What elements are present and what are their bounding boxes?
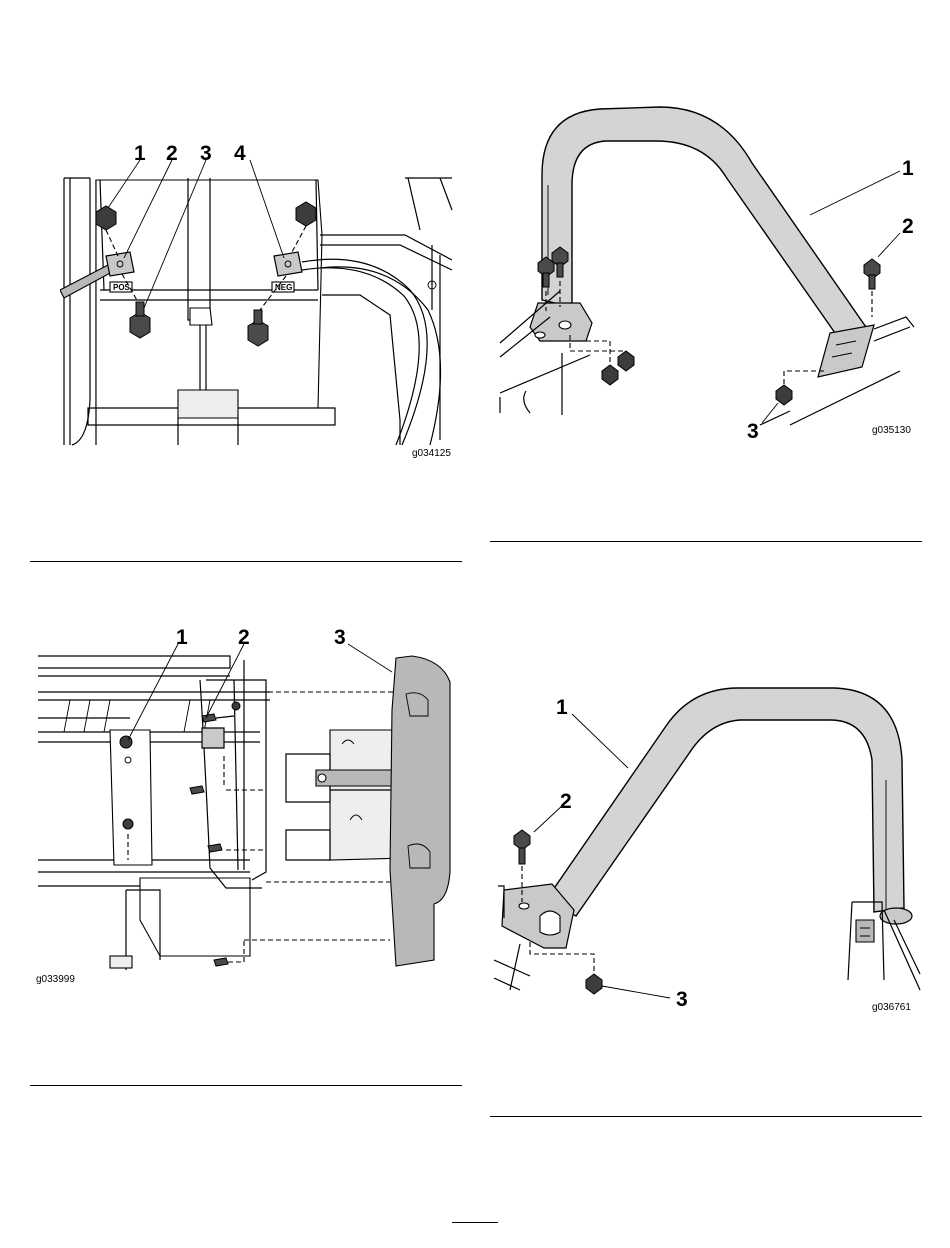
figure-divider-right-2 — [490, 1116, 922, 1117]
figure-code: g036761 — [872, 1002, 911, 1013]
figure-divider-right-1 — [490, 541, 922, 542]
callout-3: 3 — [747, 420, 759, 443]
front-rollbar-illustration: 1 2 3 g036761 — [490, 680, 922, 1020]
figure-divider-left-1 — [30, 561, 462, 562]
callout-3: 3 — [334, 626, 346, 649]
figure-battery-cover: 1 2 3 g033999 — [30, 620, 460, 990]
callout-4: 4 — [234, 142, 246, 165]
footer-rule — [452, 1222, 498, 1223]
callout-2: 2 — [902, 215, 914, 238]
callout-1: 1 — [556, 696, 568, 719]
callout-3: 3 — [200, 142, 212, 165]
battery-cover-illustration: 1 2 3 g033999 — [30, 620, 460, 990]
figure-rear-rollbar: 1 2 3 g035130 — [490, 95, 922, 445]
callout-2: 2 — [238, 626, 250, 649]
figure-code: g034125 — [412, 448, 451, 459]
battery-cables-illustration: POS NEG 1 2 3 4 g034125 — [60, 140, 460, 470]
rear-rollbar-illustration: 1 2 3 g035130 — [490, 95, 922, 445]
callout-2: 2 — [560, 790, 572, 813]
figure-divider-left-2 — [30, 1085, 462, 1086]
callout-1: 1 — [176, 626, 188, 649]
figure-code: g035130 — [872, 425, 911, 436]
callout-1: 1 — [134, 142, 146, 165]
figure-battery-cables: POS NEG 1 2 3 4 g034125 — [60, 140, 460, 470]
figure-front-rollbar: 1 2 3 g036761 — [490, 680, 922, 1020]
callout-1: 1 — [902, 157, 914, 180]
neg-label: NEG — [275, 283, 292, 292]
callout-2: 2 — [166, 142, 178, 165]
callout-3: 3 — [676, 988, 688, 1011]
figure-code: g033999 — [36, 974, 75, 985]
